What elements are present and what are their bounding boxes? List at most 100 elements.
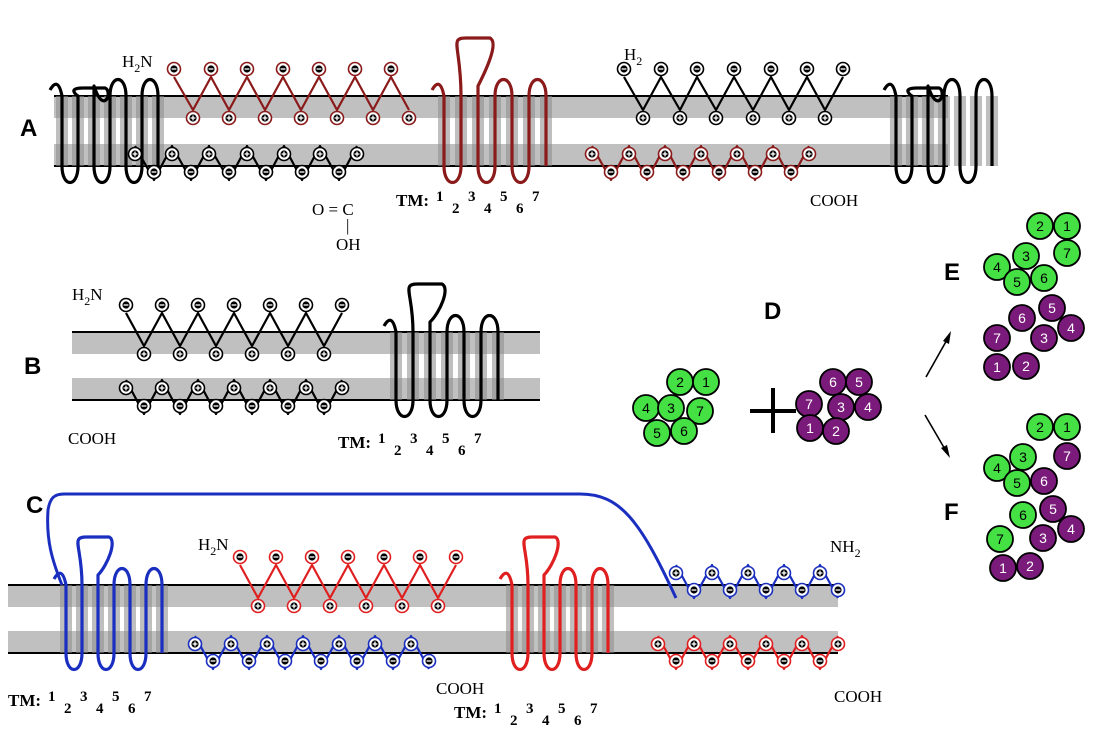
negative-charge-icon — [740, 653, 756, 669]
positive-charge-icon — [164, 146, 180, 162]
helix-green-3: 3 — [1012, 242, 1040, 270]
helix-green-6: 6 — [1009, 501, 1037, 529]
negative-charge-icon — [275, 61, 291, 77]
positive-charge-icon — [298, 380, 314, 396]
svg-text:4: 4 — [993, 460, 1001, 476]
helix-purple-4: 4 — [1057, 314, 1085, 342]
helix-green-4: 4 — [632, 394, 660, 422]
positive-charge-icon — [221, 110, 237, 126]
helix-purple-7: 7 — [1053, 442, 1081, 470]
panel-b-cooh-label: COOH — [68, 429, 116, 448]
panel-c-blue-n-terminus-label: NH2 — [830, 537, 861, 560]
negative-charge-icon — [726, 61, 742, 77]
negative-charge-icon — [118, 297, 134, 313]
panel-c-red-cooh-label: COOH — [834, 687, 882, 706]
positive-charge-icon — [280, 346, 296, 362]
svg-text:6: 6 — [1040, 473, 1048, 489]
positive-charge-icon — [329, 110, 345, 126]
tm-label-text: TM: — [396, 191, 429, 210]
panel-a-h2-label: H2 — [624, 45, 642, 68]
positive-charge-icon — [239, 146, 255, 162]
svg-text:6: 6 — [1040, 270, 1048, 286]
helix-green-1: 1 — [1053, 212, 1081, 240]
panel-label-f: F — [944, 499, 959, 526]
helix-purple-2: 2 — [822, 417, 850, 445]
negative-charge-icon — [280, 398, 296, 414]
svg-text:4: 4 — [1067, 521, 1075, 537]
tm-number-4: 4 — [426, 443, 434, 459]
helix-green-3: 3 — [1009, 443, 1037, 471]
tm-number-3: 3 — [526, 701, 534, 717]
negative-charge-icon — [294, 164, 310, 180]
membrane-band-upper — [8, 585, 838, 607]
positive-charge-icon — [817, 110, 833, 126]
negative-charge-icon — [311, 61, 327, 77]
negative-charge-icon — [241, 653, 257, 669]
positive-charge-icon — [729, 146, 745, 162]
tm-number-2: 2 — [510, 713, 518, 729]
positive-charge-icon — [185, 110, 201, 126]
negative-charge-icon — [205, 653, 221, 669]
positive-charge-icon — [118, 380, 134, 396]
positive-charge-icon — [668, 565, 684, 581]
svg-text:|: | — [346, 216, 349, 235]
negative-charge-icon — [239, 61, 255, 77]
negative-charge-icon — [835, 61, 851, 77]
positive-charge-icon — [672, 110, 688, 126]
negative-charge-icon — [383, 61, 399, 77]
helix-purple-2: 2 — [1016, 552, 1044, 580]
svg-text:1: 1 — [1063, 419, 1071, 435]
negative-charge-icon — [313, 653, 329, 669]
svg-text:2: 2 — [1036, 218, 1044, 234]
tm-number-2: 2 — [64, 701, 72, 717]
svg-text:4: 4 — [642, 400, 650, 416]
helix-purple-5: 5 — [1039, 495, 1067, 523]
tm-number-6: 6 — [458, 443, 466, 459]
panel-c-blue-cooh-label: COOH — [436, 679, 484, 698]
positive-charge-icon — [430, 598, 446, 614]
helix-green-4: 4 — [983, 454, 1011, 482]
helix-purple-4: 4 — [1057, 515, 1085, 543]
negative-charge-icon — [316, 398, 332, 414]
helix-green-7: 7 — [986, 525, 1014, 553]
negative-charge-icon — [776, 653, 792, 669]
negative-charge-icon — [208, 398, 224, 414]
tm-number-4: 4 — [96, 701, 104, 717]
negative-charge-icon — [653, 61, 669, 77]
helix-purple-4: 4 — [854, 393, 882, 421]
negative-charge-icon — [172, 398, 188, 414]
positive-charge-icon — [172, 346, 188, 362]
positive-charge-icon — [801, 146, 817, 162]
negative-charge-icon — [154, 297, 170, 313]
positive-charge-icon — [621, 146, 637, 162]
negative-charge-icon — [603, 164, 619, 180]
negative-charge-icon — [190, 297, 206, 313]
svg-text:7: 7 — [805, 396, 813, 412]
svg-text:2: 2 — [1036, 419, 1044, 435]
helix-purple-1: 1 — [989, 554, 1017, 582]
panel-a-red-upper-chain — [173, 75, 410, 112]
panel-b-serpentine — [382, 282, 500, 419]
negative-charge-icon — [183, 164, 199, 180]
negative-charge-icon — [277, 653, 293, 669]
tm-number-7: 7 — [532, 189, 540, 205]
negative-charge-icon — [711, 164, 727, 180]
positive-charge-icon — [187, 636, 203, 652]
positive-charge-icon — [226, 380, 242, 396]
positive-charge-icon — [403, 636, 419, 652]
svg-text:5: 5 — [855, 374, 863, 390]
helix-green-2: 2 — [1026, 413, 1054, 441]
positive-charge-icon — [776, 565, 792, 581]
helix-purple-3: 3 — [827, 393, 855, 421]
svg-text:4: 4 — [864, 399, 872, 415]
negative-charge-icon — [226, 297, 242, 313]
tm-label-text: TM: — [8, 691, 41, 710]
tm-number-5: 5 — [442, 431, 450, 447]
panel-label-a: A — [20, 115, 37, 142]
svg-text:H2N: H2N — [72, 285, 103, 308]
negative-charge-icon — [304, 549, 320, 565]
positive-charge-icon — [322, 598, 338, 614]
